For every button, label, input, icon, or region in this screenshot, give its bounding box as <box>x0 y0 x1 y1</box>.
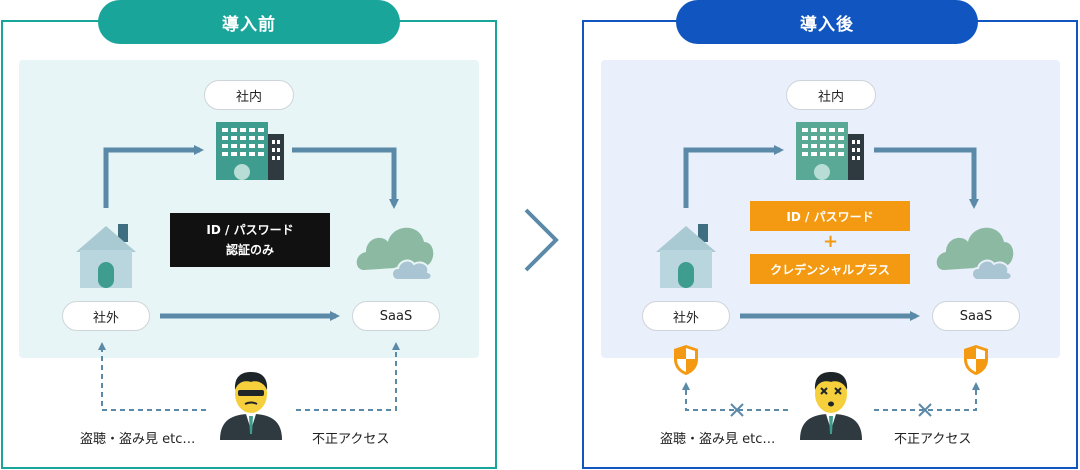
cloud-icon <box>356 227 434 280</box>
after-threat-unauthorized-caption: 不正アクセス <box>894 432 972 447</box>
after-external-label: 社外 <box>642 301 730 331</box>
after-saas-label: SaaS <box>932 301 1020 331</box>
shield-icon <box>964 345 988 375</box>
threat-eavesdrop-caption: 盗聴・盗み見 etc… <box>80 432 196 447</box>
auth-idpass-box: ID / パスワード <box>750 201 910 231</box>
after-threat-eavesdrop-caption: 盗聴・盗み見 etc… <box>660 432 776 447</box>
saas-label: SaaS <box>352 301 440 331</box>
after-arrow-office-to-cloud <box>874 147 979 209</box>
after-title: 導入後 <box>676 0 978 44</box>
after-dashed-unauthorized-path <box>874 382 980 411</box>
office-building-icon <box>796 122 864 180</box>
auth-method-box: ID / パスワード 認証のみ <box>170 213 330 267</box>
plus-sign: + <box>823 231 839 252</box>
auth-method-line1: ID / パスワード <box>206 223 294 237</box>
after-dashed-eavesdrop-path <box>682 382 788 411</box>
dashed-eavesdrop-path <box>98 342 206 411</box>
after-arrow-home-to-office <box>683 145 784 208</box>
cloud-icon <box>936 227 1014 280</box>
dashed-unauthorized-path <box>296 342 400 411</box>
chevron-right-icon <box>524 208 559 272</box>
office-building-icon <box>216 122 284 180</box>
blocked-x-icon <box>730 403 744 417</box>
house-icon <box>76 224 136 288</box>
after-internal-label: 社内 <box>786 80 876 110</box>
external-label: 社外 <box>62 301 150 331</box>
credential-plus-box: クレデンシャルプラス <box>750 254 910 284</box>
house-icon <box>656 224 716 288</box>
before-title: 導入前 <box>98 0 400 44</box>
defeated-attacker-icon <box>800 372 862 440</box>
shield-icon <box>674 345 698 375</box>
attacker-icon <box>220 372 282 440</box>
threat-unauthorized-caption: 不正アクセス <box>312 432 390 447</box>
arrow-home-to-office <box>103 145 204 208</box>
arrow-office-to-cloud <box>292 147 399 209</box>
internal-label: 社内 <box>204 80 294 110</box>
auth-method-line2: 認証のみ <box>225 243 274 257</box>
blocked-x-icon <box>918 403 932 417</box>
